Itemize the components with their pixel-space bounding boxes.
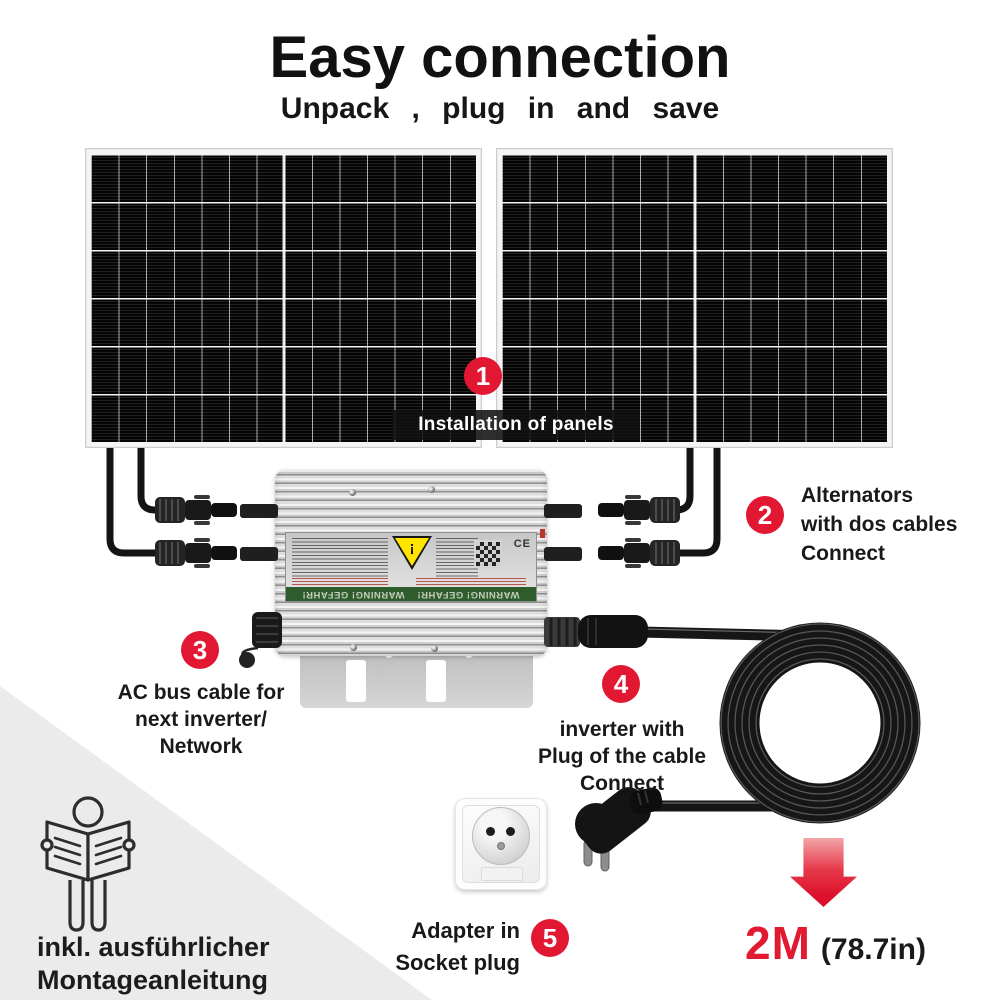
bracket-slot [426, 660, 446, 702]
step2-label: Alternators with dos cables Connect [801, 481, 957, 568]
mc4-connector [155, 538, 237, 568]
solar-cells-grid [91, 154, 476, 442]
step2-line: Alternators [801, 484, 914, 507]
qr-code [474, 540, 502, 568]
cable-length-metric: 2M [745, 917, 811, 969]
inverter-warning-label: ¡ CE WARNING! GEFAHR! WARNING! GEFAHR! [285, 532, 537, 602]
step4-line: Plug of the cable [537, 745, 707, 768]
dc-cable [672, 448, 721, 557]
socket-button [481, 867, 523, 881]
screw [349, 489, 356, 496]
page-title: Easy connection [269, 25, 731, 90]
step-badge-2: 2 [746, 496, 784, 534]
inverter-dc-port [544, 547, 582, 561]
step1-label: Installation of panels [392, 410, 640, 440]
step3-line: Network [159, 735, 243, 758]
mc4-connector [598, 538, 680, 568]
label-fine-print [436, 538, 478, 578]
indicator-dot [540, 529, 545, 538]
socket-hole [506, 827, 515, 836]
cable-length-imperial: (78.7in) [820, 933, 926, 966]
step5-line: Socket plug [395, 950, 520, 975]
included-manual-note: inkl. ausführlicher Montageanleitung [37, 931, 270, 997]
inverter-dc-port [240, 504, 278, 518]
step4-label: inverter with Plug of the cable Connect [505, 716, 739, 797]
solar-panel-left [85, 148, 482, 448]
solar-panel-right [496, 148, 893, 448]
ac-bus-connector [239, 612, 282, 668]
label-fine-print [292, 538, 388, 578]
ac-output-connector [544, 615, 648, 648]
step-badge-1: 1 [464, 357, 502, 395]
step4-line: inverter with [559, 718, 685, 741]
screw [431, 645, 438, 652]
mc4-connector [155, 495, 237, 525]
step-badge-4: 4 [602, 665, 640, 703]
step2-line: with dos cables [801, 513, 958, 536]
step4-line: Connect [580, 772, 664, 795]
coiled-cable [648, 622, 921, 824]
step5-line: Adapter in [411, 918, 520, 943]
step3-line: AC bus cable for [117, 681, 285, 704]
wall-socket [455, 798, 547, 890]
step-badge-3: 3 [181, 631, 219, 669]
screw [350, 644, 357, 651]
label-red-print [292, 578, 388, 587]
step2-line: Connect [801, 542, 885, 565]
ce-mark: CE [513, 538, 531, 550]
solar-cells-grid [502, 154, 887, 442]
bracket-slot [346, 660, 366, 702]
socket-ground-pin [497, 842, 505, 850]
screw [428, 486, 435, 493]
cable-length-callout: 2M (78.7in) [745, 916, 926, 970]
warning-symbol: ¡ [409, 539, 415, 556]
label-red-print [416, 578, 526, 587]
socket-hole [486, 827, 495, 836]
step3-line: next inverter/ [135, 708, 267, 731]
socket-recess [472, 807, 530, 865]
dc-cable [106, 448, 160, 557]
mc4-connector [598, 495, 680, 525]
step3-label: AC bus cable for next inverter/ Network [95, 679, 307, 760]
inverter-dc-port [240, 547, 278, 561]
page-subtitle: Unpack , plug in and save [280, 92, 720, 125]
step-badge-5: 5 [531, 919, 569, 957]
warning-band: WARNING! GEFAHR! WARNING! GEFAHR! [286, 587, 536, 601]
note-line: inkl. ausführlicher [37, 932, 270, 962]
note-line: Montageanleitung [37, 965, 268, 995]
inverter-dc-port [544, 504, 582, 518]
reading-person-icon [40, 796, 136, 932]
dc-cable [137, 448, 160, 514]
eu-plug [575, 787, 663, 872]
step5-label: Adapter in Socket plug [378, 915, 520, 979]
